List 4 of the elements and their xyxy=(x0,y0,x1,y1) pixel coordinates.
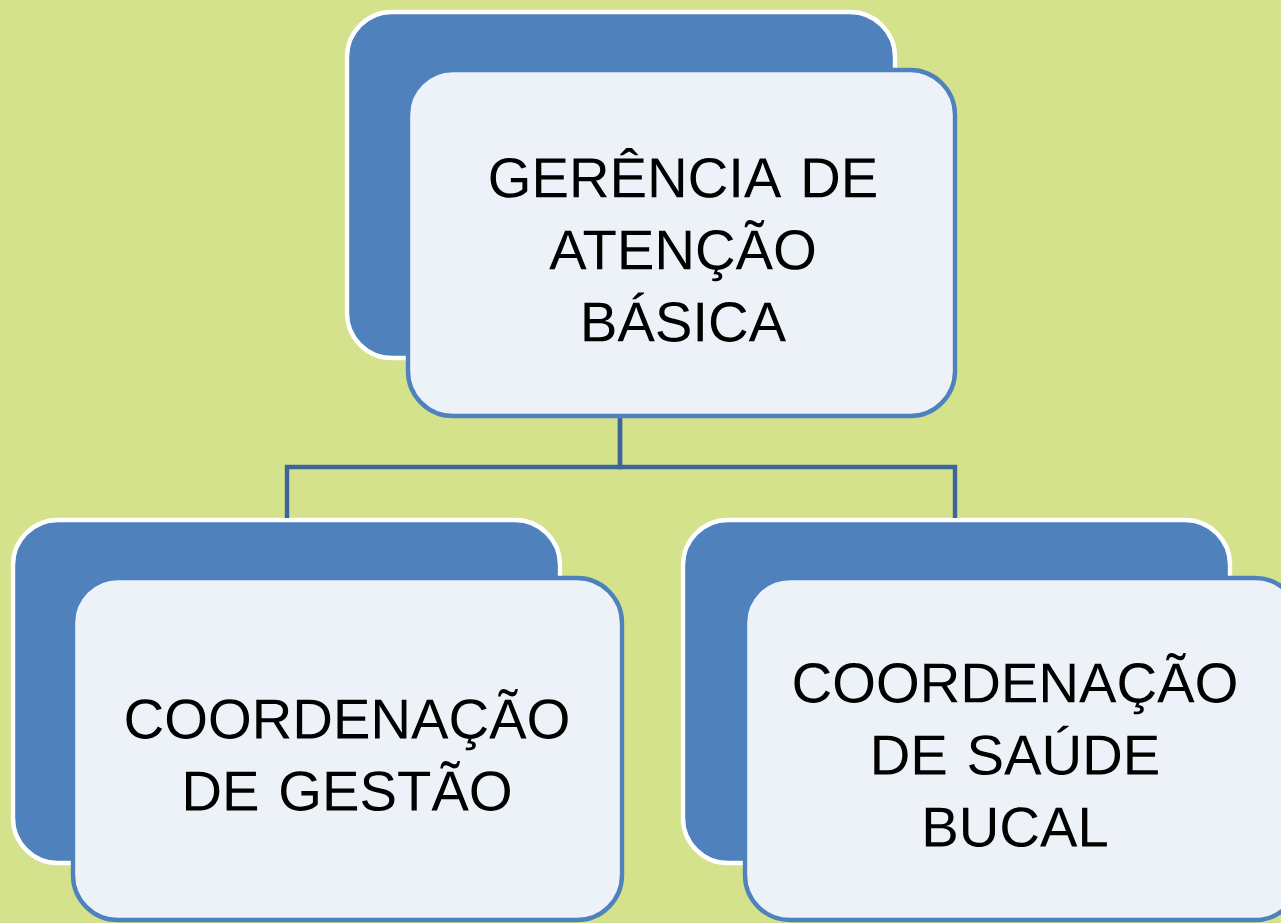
org-chart-box: COORDENAÇÃO DE SAÚDE BUCAL xyxy=(680,517,1281,923)
org-chart-box: COORDENAÇÃO DE GESTÃO xyxy=(10,517,625,923)
connector-line xyxy=(617,418,958,518)
org-chart-box: GERÊNCIA DE ATENÇÃO BÁSICA xyxy=(344,9,958,419)
